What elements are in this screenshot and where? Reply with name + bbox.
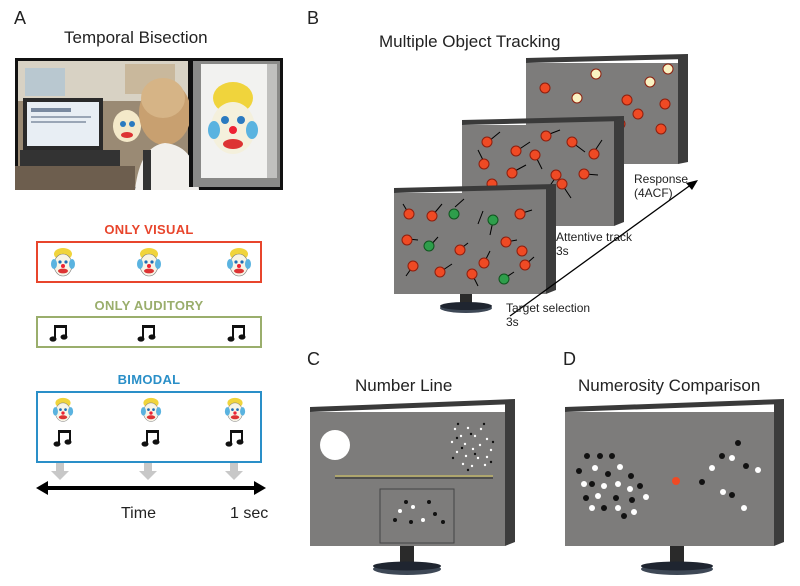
monitor-icon — [373, 546, 441, 575]
music-note-icon — [225, 430, 244, 447]
music-note-icon — [53, 430, 72, 447]
clown-icon — [137, 248, 161, 277]
target-selection-stage-duration: 3s — [506, 315, 519, 329]
only-visual-box — [36, 241, 262, 283]
target-selection-caption: Target selection 3s — [506, 301, 590, 329]
attentive-track-screen — [462, 116, 624, 226]
response-stage-label: Response — [634, 172, 689, 186]
target-selection-stage-label: Target selection — [506, 301, 591, 315]
number-line-bar — [335, 475, 493, 479]
clown-icon — [51, 248, 75, 277]
panel-a-title: Temporal Bisection — [64, 28, 208, 47]
clown-icon — [140, 397, 162, 422]
panel-c-letter: C — [307, 349, 320, 369]
attentive-track-stage-label: Attentive track — [556, 230, 633, 244]
clown-icon — [227, 248, 251, 277]
attentive-track-caption: Attentive track 3s — [556, 230, 632, 258]
time-axis — [36, 463, 266, 495]
down-arrow-icon — [51, 463, 69, 480]
panel-b-letter: B — [307, 8, 320, 28]
panel-d-title: Numerosity Comparison — [578, 376, 761, 395]
panel-b-title: Multiple Object Tracking — [379, 32, 561, 51]
clown-icon — [52, 397, 74, 422]
one-sec-label: 1 sec — [230, 505, 269, 522]
only-auditory-box — [36, 316, 262, 348]
target-selection-screen — [394, 184, 556, 313]
participant-photo — [15, 58, 283, 190]
monitor-icon — [440, 294, 492, 313]
number-line-screen — [310, 399, 515, 575]
clown-icon — [224, 397, 246, 422]
response-caption: Response (4ACF) — [634, 172, 688, 200]
response-stage-detail: (4ACF) — [634, 186, 673, 200]
music-note-icon — [49, 325, 68, 342]
panel-a-letter: A — [14, 8, 27, 28]
monitor-icon — [641, 546, 713, 575]
bimodal-label: BIMODAL — [117, 372, 181, 387]
attentive-track-stage-duration: 3s — [556, 244, 569, 258]
only-auditory-label: ONLY AUDITORY — [94, 298, 204, 313]
mot-screens — [394, 54, 698, 317]
music-note-icon — [141, 430, 160, 447]
down-arrow-icon — [225, 463, 243, 480]
music-note-icon — [227, 325, 246, 342]
panel-c-title: Number Line — [355, 376, 453, 395]
music-note-icon — [137, 325, 156, 342]
bimodal-box — [36, 391, 262, 463]
down-arrow-icon — [139, 463, 157, 480]
numerosity-comparison-screen — [565, 399, 784, 575]
panel-d-letter: D — [563, 349, 576, 369]
only-visual-label: ONLY VISUAL — [104, 222, 194, 237]
time-label: Time — [121, 505, 156, 522]
